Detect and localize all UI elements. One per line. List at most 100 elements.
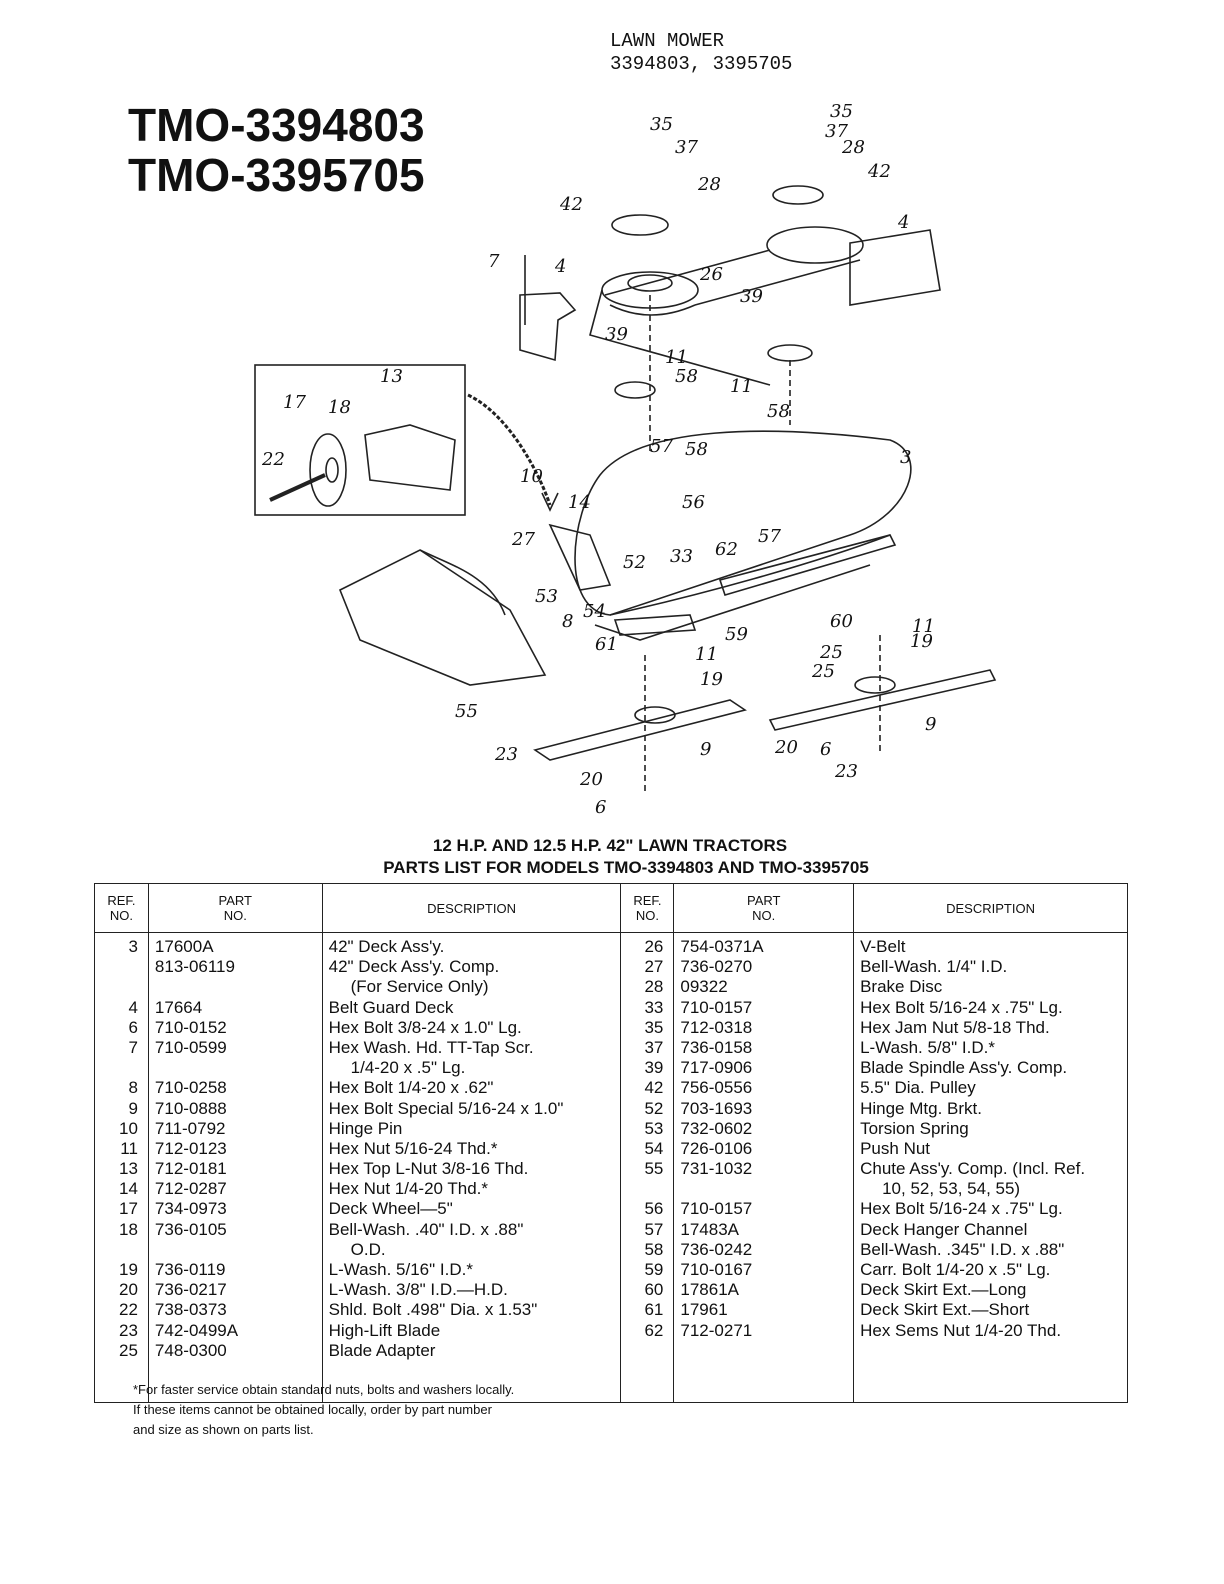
ref-cell: 11	[120, 1138, 138, 1158]
callout-label: 57	[650, 436, 673, 457]
header-description: DESCRIPTION	[321, 883, 622, 933]
description-cell: Hex Top L-Nut 3/8-16 Thd.	[328, 1159, 529, 1179]
callout-label: 6	[820, 739, 831, 760]
callout-label: 17	[283, 392, 306, 413]
part-cell	[680, 1179, 847, 1199]
ref-cell: 22	[119, 1300, 138, 1320]
callout-label: 9	[925, 714, 936, 735]
callout-label: 19	[700, 669, 723, 690]
inset-box	[254, 364, 466, 516]
ref-cell: 27	[644, 957, 664, 977]
description-cell: Deck Wheel—5"	[328, 1199, 453, 1219]
part-cell: 813-06119	[154, 957, 235, 977]
callout-label: 28	[841, 137, 865, 158]
part-cell: 754-0371A	[680, 937, 764, 956]
ref-cell: 37	[644, 1037, 664, 1057]
callout-label: 13	[380, 366, 403, 387]
callout-label: 20	[774, 737, 798, 758]
callout-label: 37	[825, 121, 848, 142]
ref-cell: 52	[644, 1098, 664, 1118]
part-cell: 17664	[154, 997, 203, 1017]
ref-cell: 19	[119, 1260, 138, 1279]
ref-cell: 6	[128, 1017, 138, 1037]
ref-cell: 56	[644, 1199, 664, 1219]
part-cell: 742-0499A	[154, 1320, 239, 1340]
part-cell: 710-0599	[154, 1037, 227, 1057]
callout-label: 11	[730, 376, 753, 397]
ref-cell: 23	[119, 1320, 138, 1340]
description-cell: Blade Spindle Ass'y. Comp.	[860, 1058, 1068, 1078]
ref-cell: 14	[119, 1179, 138, 1199]
description-cell: Carr. Bolt 1/4-20 x .5" Lg.	[860, 1260, 1051, 1279]
callout-label: 4	[897, 212, 909, 233]
part-cell: 748-0300	[154, 1340, 227, 1360]
part-cell: 756-0556	[680, 1078, 753, 1098]
callout-label: 27	[511, 529, 535, 550]
description-cell: 10, 52, 53, 54, 55)	[882, 1179, 1021, 1199]
description-cell: Hex Wash. Hd. TT-Tap Scr.	[328, 1037, 534, 1057]
parts-list-subtitle: PARTS LIST FOR MODELS TMO-3394803 AND TM…	[383, 858, 869, 877]
callout-label: 28	[697, 174, 721, 195]
part-cell: 712-0287	[154, 1179, 227, 1199]
part-cell: 17861A	[680, 1280, 740, 1300]
ref-cell: 10	[119, 1118, 138, 1138]
description-cell: Blade Adapter	[328, 1340, 436, 1360]
description-cell: Deck Skirt Ext.—Long	[860, 1280, 1027, 1300]
description-cell: Hex Jam Nut 5/8-18 Thd.	[860, 1017, 1050, 1037]
callout-label: 3	[900, 447, 911, 468]
part-cell: 17483A	[680, 1219, 740, 1239]
part-cell: 703-1693	[680, 1098, 753, 1118]
part-cell: 710-0167	[680, 1260, 753, 1279]
ref-cell: 39	[644, 1058, 664, 1078]
ref-cell: 42	[644, 1078, 664, 1098]
left-description-column: 42" Deck Ass'y.42" Deck Ass'y. Comp.(For…	[321, 932, 622, 1403]
ref-cell: 33	[644, 997, 664, 1017]
callout-label: 11	[912, 616, 935, 637]
description-cell: Hex Sems Nut 1/4-20 Thd.	[860, 1320, 1062, 1340]
ref-cell: 7	[128, 1037, 138, 1057]
callout-label: 18	[328, 397, 351, 418]
description-cell: O.D.	[350, 1239, 386, 1259]
ref-cell: 20	[119, 1280, 138, 1300]
ref-cell	[627, 1179, 663, 1199]
callout-label: 55	[455, 701, 478, 722]
description-cell: (For Service Only)	[350, 977, 489, 997]
callout-label: 25	[819, 642, 843, 663]
callout-label: 8	[562, 611, 573, 632]
part-cell: 712-0181	[154, 1159, 227, 1179]
description-cell: Hex Bolt Special 5/16-24 x 1.0"	[328, 1098, 564, 1118]
part-cell	[155, 1058, 316, 1078]
footnote-line: and size as shown on parts list.	[133, 1422, 314, 1437]
callout-label: 42	[559, 194, 583, 215]
part-cell: 736-0217	[154, 1280, 227, 1300]
header-line2: 3394803, 3395705	[610, 53, 793, 75]
ref-cell: 25	[119, 1340, 138, 1360]
callout-label: 33	[670, 546, 693, 567]
ref-cell	[101, 977, 138, 997]
callout-label: 11	[665, 347, 688, 368]
part-cell: 734-0973	[154, 1199, 227, 1219]
callout-label: 23	[834, 761, 858, 782]
ref-cell: 55	[644, 1159, 664, 1179]
ref-cell: 28	[644, 977, 664, 997]
ref-cell: 53	[644, 1118, 664, 1138]
ref-cell: 4	[128, 997, 138, 1017]
part-cell: 726-0106	[680, 1138, 753, 1158]
callout-label: 54	[583, 601, 606, 622]
callout-label: 58	[675, 366, 698, 387]
callout-label: 20	[579, 769, 603, 790]
callout-label: 42	[867, 161, 891, 182]
ref-cell: 18	[119, 1219, 138, 1239]
description-cell: V-Belt	[860, 937, 906, 956]
callout-label: 59	[725, 624, 748, 645]
ref-cell: 26	[644, 937, 664, 956]
parts-list-title: 12 H.P. AND 12.5 H.P. 42" LAWN TRACTORS	[432, 836, 788, 855]
footnote-line: If these items cannot be obtained locall…	[133, 1402, 492, 1417]
description-cell: 1/4-20 x .5" Lg.	[350, 1058, 466, 1078]
ref-cell: 57	[644, 1219, 664, 1239]
document-header: LAWN MOWER 3394803, 3395705	[610, 30, 792, 76]
description-cell: Hex Bolt 3/8-24 x 1.0" Lg.	[328, 1017, 522, 1037]
